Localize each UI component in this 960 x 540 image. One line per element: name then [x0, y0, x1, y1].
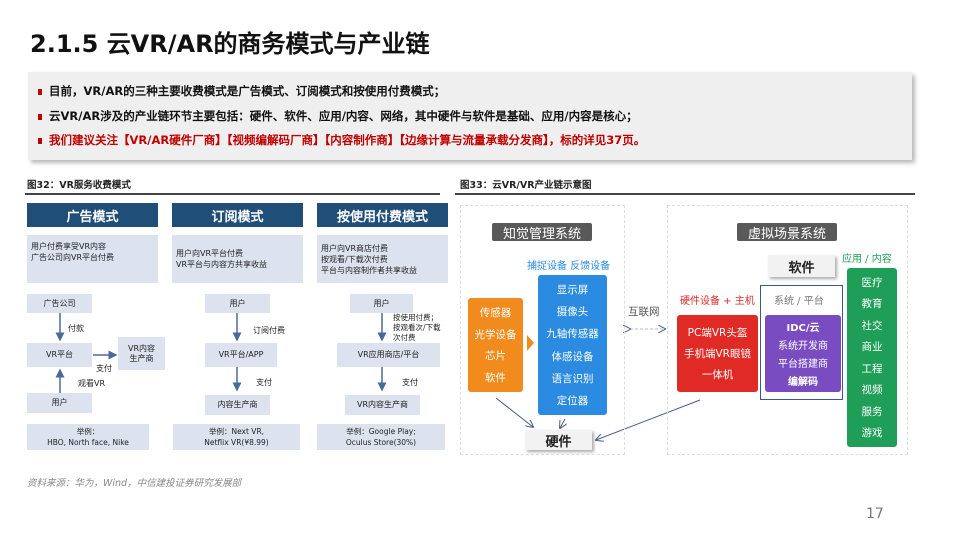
item: 视频: [861, 384, 883, 397]
item: 系统开发商: [778, 341, 828, 352]
flow-node: VR平台: [27, 343, 92, 367]
desc-line: 用户向VR平台付费: [176, 249, 244, 258]
item: 手机端VR眼镜: [684, 348, 751, 360]
flow-node: 广告公司: [27, 294, 92, 313]
arrow-right-icon: [527, 335, 534, 351]
desc-line: 广告公司向VR平台付费: [31, 253, 115, 262]
flow-label: 支付: [96, 364, 112, 373]
page-number: 17: [866, 506, 884, 522]
example-box: 举例：Next VR, Netflix VR(¥8.99): [173, 424, 300, 450]
item: 编解码: [788, 377, 818, 388]
model-header: 按使用付费模式: [317, 203, 448, 227]
flow-node: 用户: [350, 294, 413, 313]
item: 教育: [861, 298, 883, 311]
source-note: 资料来源：华为，Wind，中信建投证券研究发展部: [27, 478, 242, 489]
red-box: PC端VR头盔 手机端VR眼镜 一体机: [677, 315, 758, 392]
blue-box: 显示屏 摄像头 九轴传感器 体感设备 语言识别 定位器: [538, 275, 607, 415]
item: 服务: [861, 405, 883, 418]
flow-label: 观看VR: [78, 379, 106, 388]
example-box: 举例： HBO, North face, Nike: [27, 424, 149, 450]
flow-node: VR平台/APP: [205, 343, 277, 367]
item: PC端VR头盔: [687, 327, 748, 339]
model-desc: 用户向VR平台付费 VR平台与内容方共享收益: [172, 235, 303, 283]
flow-node: 用户: [27, 393, 92, 413]
platform-label: 系统 / 平台: [774, 296, 824, 307]
page-title: 2.1.5 云VR/AR的商务模式与产业链: [30, 30, 430, 58]
desc-line: VR平台与内容方共享收益: [176, 260, 268, 269]
item: 一体机: [701, 369, 734, 381]
item: 摄像头: [556, 306, 589, 319]
divider: [25, 193, 440, 195]
virtual-system-label: 虚拟场景系统: [737, 223, 837, 242]
perception-region: [460, 205, 625, 455]
green-box: 医疗 教育 社交 商业 工程 视频 服务 游戏: [847, 268, 897, 447]
item: 工程: [861, 362, 883, 375]
divider: [455, 193, 915, 195]
model-header: 广告模式: [27, 203, 158, 227]
summary-bullet: 云VR/AR涉及的产业链环节主要包括：硬件、软件、应用/内容、网络，其中硬件与软…: [38, 108, 638, 124]
item: 传感器: [479, 306, 512, 319]
flow-label: 支付: [402, 378, 418, 387]
item: 语言识别: [551, 372, 594, 385]
internet-label: 互联网: [628, 306, 660, 318]
item: 芯片: [485, 350, 506, 363]
capture-label: 捕捉设备 反馈设备: [527, 261, 611, 272]
flow-label: 订阅付费: [253, 326, 285, 335]
example-line: 举例：Next VR,: [208, 427, 265, 436]
summary-box: 目前，VR/AR的三种主要收费模式是广告模式、订阅模式和按使用付费模式； 云VR…: [28, 72, 912, 160]
item: 九轴传感器: [546, 328, 599, 341]
summary-bullet: 目前，VR/AR的三种主要收费模式是广告模式、订阅模式和按使用付费模式；: [38, 83, 445, 99]
example-line: 举例：: [76, 427, 100, 436]
item: 光学设备: [474, 328, 517, 341]
flow-node: 用户: [205, 294, 270, 313]
item: 社交: [861, 319, 883, 332]
fig33-caption: 图33：云VR/VR产业链示意图: [460, 180, 592, 191]
desc-line: 用户付费享受VR内容: [31, 242, 107, 251]
hardware-host-label: 硬件设备 + 主机: [680, 296, 755, 307]
item: 医疗: [861, 276, 883, 289]
flow-label: 按使用付费；按观看次/下载次付费: [393, 313, 441, 342]
item: 商业: [861, 341, 883, 354]
model-header: 订阅模式: [172, 203, 303, 227]
summary-bullet: 我们建议关注【VR/AR硬件厂商】【视频编解码厂商】【内容制作商】【边缘计算与流…: [38, 132, 645, 148]
example-line: HBO, North face, Nike: [47, 438, 129, 447]
flow-node: VR内容生产商: [118, 337, 165, 370]
software-tag: 软件: [768, 255, 835, 277]
flow-node: VR应用商店/平台: [337, 343, 440, 367]
desc-line: 平台与内容制作者共享收益: [321, 265, 417, 275]
item: 游戏: [861, 427, 883, 440]
desc-line: 按观看/下载次付费: [321, 254, 388, 264]
item: 软件: [485, 372, 506, 385]
flow-label: 付款: [68, 324, 84, 333]
example-line: 举例：Google Play;: [346, 427, 416, 436]
item: IDC/云: [786, 323, 820, 334]
flow-node: VR内容生产商: [345, 395, 420, 415]
orange-box: 传感器 光学设备 芯片 软件: [468, 298, 523, 392]
item: 显示屏: [556, 284, 589, 297]
flow-label: 支付: [256, 378, 272, 387]
purple-box: IDC/云 系统开发商 平台搭建商 编解码: [765, 315, 841, 392]
example-line: Netflix VR(¥8.99): [204, 438, 269, 447]
app-content-label: 应用 / 内容: [842, 254, 892, 265]
desc-line: 用户向VR商店付费: [321, 243, 389, 253]
example-box: 举例：Google Play; Oculus Store(30%): [317, 424, 445, 450]
perception-system-label: 知觉管理系统: [492, 223, 592, 242]
model-desc: 用户向VR商店付费 按观看/下载次付费 平台与内容制作者共享收益: [317, 235, 448, 283]
model-desc: 用户付费享受VR内容 广告公司向VR平台付费: [27, 235, 158, 283]
hardware-tag: 硬件: [525, 430, 592, 450]
virtual-region: [667, 205, 908, 455]
flow-node: 内容生产商: [205, 395, 270, 415]
item: 定位器: [556, 394, 589, 407]
item: 平台搭建商: [778, 359, 828, 370]
item: 体感设备: [551, 350, 594, 363]
platform-outline: [760, 285, 843, 400]
fig32-caption: 图32：VR服务收费模式: [27, 180, 131, 191]
example-line: Oculus Store(30%): [345, 438, 417, 447]
